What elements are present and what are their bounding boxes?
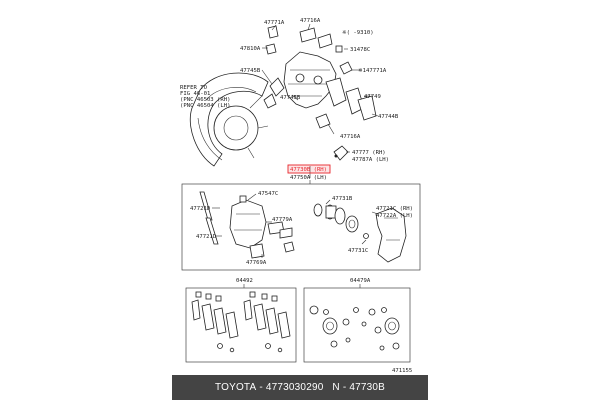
label-47810A: 47810A [240, 46, 261, 52]
label-47731C: 47731C [348, 248, 368, 254]
label-47547C: 47547C [258, 191, 278, 197]
label-147771A: ※147771A [358, 67, 387, 74]
caliper-group-box [181, 183, 421, 271]
footer-bar: TOYOTA - 4773030290 N - 47730B [172, 375, 428, 400]
label-47716A-bot: 47716A [340, 134, 361, 140]
label-471155: 471155 [392, 368, 412, 374]
label-47771A: 47771A [264, 20, 285, 26]
label-refer-to: REFER TO [180, 85, 208, 91]
label-47777: 47777 (RH) [352, 150, 386, 156]
footer-part-number[interactable]: 4773030290 [265, 382, 324, 393]
label-pnc-46503: (PNC 46503 (RH) [180, 97, 231, 103]
pad-kit-box [185, 287, 297, 363]
caliper-upper-assembly [263, 25, 377, 161]
seal-kit-parts [309, 305, 400, 351]
label-47721D-b: 47721D [196, 234, 217, 240]
piston-set [313, 203, 369, 239]
label-47750A: 47750A (LH) [290, 175, 327, 181]
label-47787A: 47787A (LH) [352, 157, 389, 163]
label-47731B: 47731B [332, 196, 353, 202]
footer-sep-1: - [256, 382, 266, 393]
label-47730B: 47730B (RH) [290, 167, 327, 173]
label-47721D-a: 47721D [190, 206, 211, 212]
label-47716A-top: 47716A [300, 18, 321, 24]
label-pnc-46504: (PNC 46504 (LH) [180, 103, 231, 109]
label-47779A: 47779A [272, 217, 293, 223]
leader-lines-mid [212, 193, 379, 258]
label-47745B-top: 47745B [240, 68, 261, 74]
label-47722A: 47722A (LH) [376, 213, 413, 219]
label-47744B: 47744B [378, 114, 399, 120]
mounting-bracket [375, 207, 407, 263]
dust-shield [189, 72, 269, 167]
label-9310: ※( -9310) [342, 29, 374, 36]
footer-sep-2: N - [323, 382, 350, 393]
middle-labels: 47547C 47721D 47731B 47721C (RH) 47722A … [190, 191, 413, 266]
pad-kit-parts [191, 291, 291, 353]
leader-lines-top [261, 23, 379, 178]
label-47769A: 47769A [246, 260, 267, 266]
label-47745B-mid: 47745B [280, 95, 301, 101]
label-fig-46-01: FIG 46-01 [180, 91, 210, 97]
footer-brand: TOYOTA [214, 382, 257, 393]
label-31478C: 31478C [350, 47, 370, 53]
label-04492: 04492 [236, 278, 253, 284]
highlighted-part[interactable]: 47730B (RH) [287, 164, 331, 174]
caliper-body [199, 191, 295, 259]
footer-code[interactable]: 47730B [349, 382, 386, 393]
top-labels: 47771A 47716A ※( -9310) 47810A 31478C 47… [180, 18, 399, 163]
label-47721C: 47721C (RH) [376, 206, 413, 212]
label-47749: 47749 [364, 94, 381, 100]
label-04479A: 04479A [350, 278, 371, 284]
seal-kit-box [303, 287, 411, 363]
